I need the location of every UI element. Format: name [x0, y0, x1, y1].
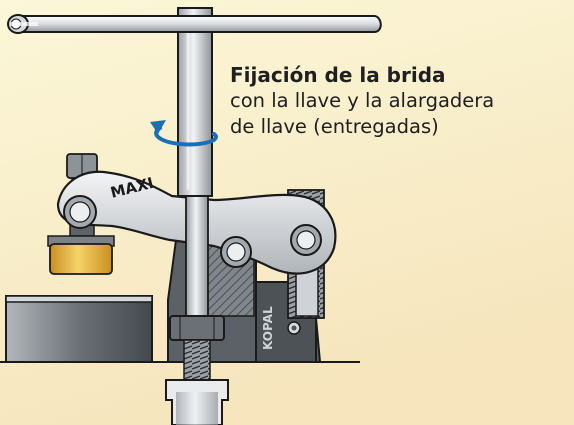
caption-block: Fijación de la brida con la llave y la a…	[230, 62, 570, 140]
caption-line-1: con la llave y la alargadera	[230, 89, 495, 112]
right-pivot-bolt	[290, 224, 322, 256]
wrench-extension	[177, 7, 213, 197]
caption-line-2: de llave (entregadas)	[230, 115, 439, 138]
pressure-pad	[47, 235, 115, 275]
center-pivot-bolt	[220, 236, 252, 268]
wrench-handle	[7, 14, 382, 34]
kopal-label: KOPAL	[261, 306, 275, 350]
left-pivot-bolt	[63, 195, 97, 229]
t-slot-nut	[165, 379, 229, 425]
caption-title: Fijación de la brida	[230, 63, 446, 87]
rotation-arrow-icon	[150, 120, 218, 147]
workpiece-block	[5, 295, 153, 363]
spindle	[169, 195, 225, 381]
